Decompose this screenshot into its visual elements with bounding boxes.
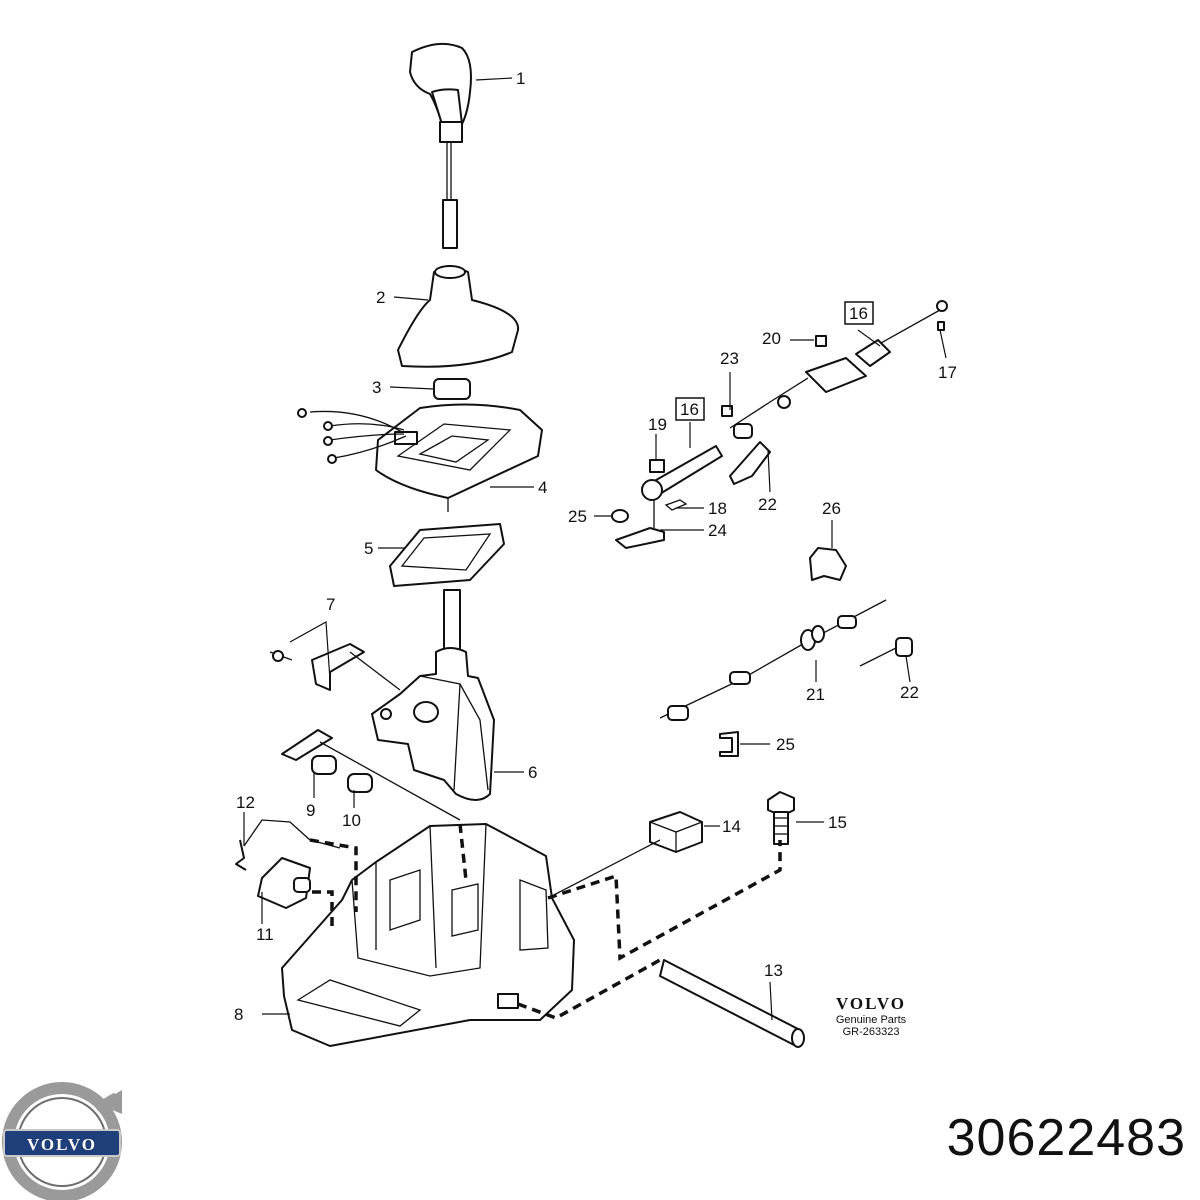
callout-10: 10 [342,811,361,830]
callout-12: 12 [236,793,255,812]
callout-22b: 22 [900,683,919,702]
callout-26: 26 [822,499,841,518]
callout-22a: 22 [758,495,777,514]
callout-13: 13 [764,961,783,980]
callout-18: 18 [708,499,727,518]
brand-drawing-ref: GR-263323 [842,1026,900,1038]
lever-housing [371,589,495,801]
callout-16b: 16 [680,400,699,419]
callout-2: 2 [376,288,385,307]
callout-20: 20 [762,329,781,348]
clip [809,547,847,581]
callout-25a: 25 [568,507,587,526]
volvo-iron-mark-logo: VOLVO [2,1082,122,1200]
callout-19: 19 [648,415,667,434]
shifter-base [281,823,575,1047]
callout-17: 17 [938,363,957,382]
lower-cable-assembly [659,599,913,757]
brand-wordmark: VOLVO [835,994,907,1013]
callout-16a-box [844,301,874,325]
upper-cable-assembly [611,300,948,549]
genuine-parts-brand: VOLVO Genuine Parts GR-263323 [816,994,926,1038]
callout-21: 21 [806,685,825,704]
switch-and-bracket [235,819,341,909]
brand-genuine-parts: Genuine Parts [835,1014,907,1026]
leader-lines [243,77,947,1021]
shift-knob [409,42,472,249]
rod [659,959,805,1048]
callout-6: 6 [528,763,537,782]
connector-block [649,811,703,853]
part-number: 30622483 [946,1109,1186,1167]
callout-labels: 1 2 3 4 5 6 7 8 9 10 11 12 13 14 15 16 1… [234,69,957,1024]
callout-16a: 16 [849,304,868,323]
callout-9: 9 [306,801,315,820]
shift-boot [397,265,520,368]
callout-15: 15 [828,813,847,832]
callout-8: 8 [234,1005,243,1024]
callout-7: 7 [326,595,335,614]
callout-11: 11 [256,925,274,944]
callout-1: 1 [516,69,525,88]
callout-16b-box [675,397,705,421]
wiring-harness [309,823,782,1020]
console-panel [297,403,543,512]
callout-3: 3 [372,378,381,397]
seal-ring [433,378,471,400]
callout-14: 14 [722,817,741,836]
gasket-frame [389,523,505,587]
solenoid-assembly [281,729,461,821]
callout-5: 5 [364,539,373,558]
callout-4: 4 [538,478,547,497]
logo-wordmark: VOLVO [27,1135,97,1154]
linkage-arm [269,621,401,720]
callout-25b: 25 [776,735,795,754]
callout-23: 23 [720,349,739,368]
bolt [767,791,795,845]
callout-24: 24 [708,521,727,540]
